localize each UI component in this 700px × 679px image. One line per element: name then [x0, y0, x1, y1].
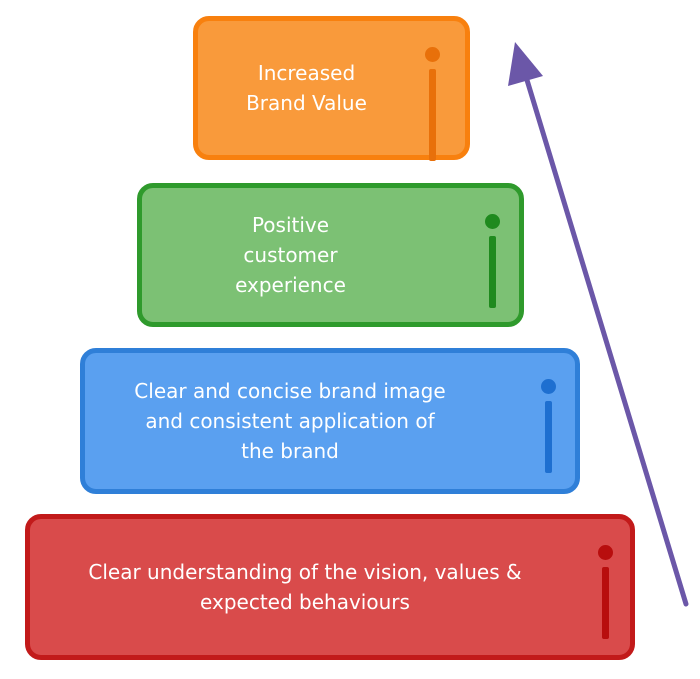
arrow-shaft	[524, 77, 689, 607]
tier-label: Clear and concise brand image and consis…	[134, 379, 446, 463]
tier-label: Increased Brand Value	[246, 61, 367, 115]
tier-label: Clear understanding of the vision, value…	[88, 560, 522, 614]
tier-clear-brand-image: Clear and concise brand image and consis…	[80, 348, 580, 494]
tier-clear-understanding: Clear understanding of the vision, value…	[25, 514, 635, 660]
tier-increased-brand-value: Increased Brand Value	[193, 16, 470, 161]
tier-positive-customer-experience: Positive customer experience	[137, 183, 524, 327]
arrow-head	[508, 42, 543, 86]
tier-label: Positive customer experience	[235, 213, 346, 297]
